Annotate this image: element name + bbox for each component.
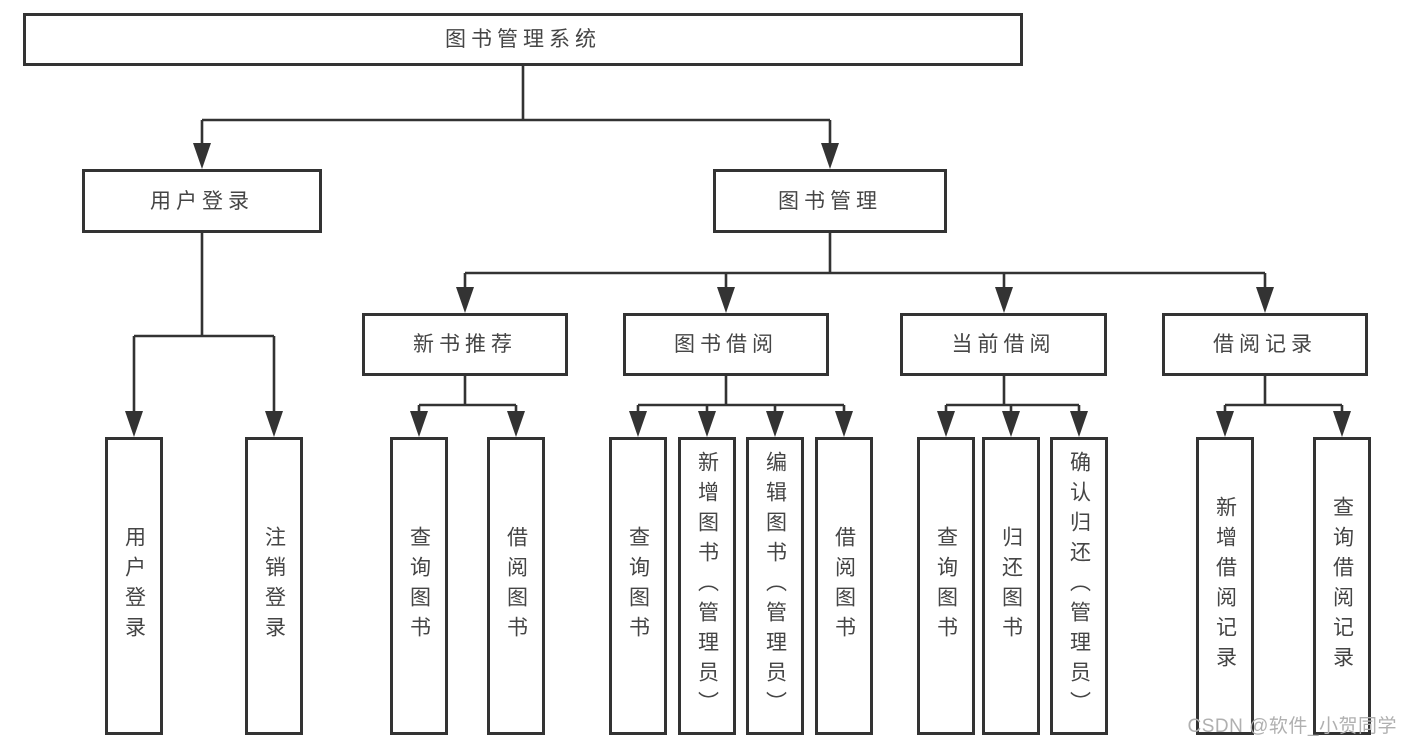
arrow-down-icon xyxy=(629,411,647,437)
leaf-return-books: 归还图书 xyxy=(982,437,1040,735)
leaf-edit-books-admin: 编辑图书（管理员） xyxy=(746,437,804,735)
leaf-confirm-return-admin: 确认归还（管理员） xyxy=(1050,437,1108,735)
arrow-down-icon xyxy=(125,411,143,437)
arrow-down-icon xyxy=(507,411,525,437)
node-new-book-section: 新书推荐 xyxy=(362,313,568,376)
connector-book-borrow xyxy=(636,376,846,418)
arrow-down-icon xyxy=(995,287,1013,313)
connector-user-login xyxy=(132,233,276,418)
watermark: CSDN @软件_小贺同学 xyxy=(1187,716,1397,737)
connector-current-borrow xyxy=(944,376,1081,418)
node-book-management-branch: 图书管理 xyxy=(713,169,947,233)
node-current-borrow-section: 当前借阅 xyxy=(900,313,1107,376)
node-borrow-records-section: 借阅记录 xyxy=(1162,313,1368,376)
arrow-down-icon xyxy=(766,411,784,437)
arrow-down-icon xyxy=(410,411,428,437)
arrow-down-icon xyxy=(698,411,716,437)
leaf-query-borrow-record: 查询借阅记录 xyxy=(1313,437,1371,735)
arrow-down-icon xyxy=(717,287,735,313)
arrow-down-icon xyxy=(456,287,474,313)
arrow-down-icon xyxy=(1070,411,1088,437)
leaf-add-borrow-record: 新增借阅记录 xyxy=(1196,437,1254,735)
arrow-down-icon xyxy=(1333,411,1351,437)
arrow-down-icon xyxy=(821,143,839,169)
leaf-add-books-admin: 新增图书（管理员） xyxy=(678,437,736,735)
leaf-logout: 注销登录 xyxy=(245,437,303,735)
connector-borrow-records xyxy=(1223,376,1344,418)
arrow-down-icon xyxy=(1256,287,1274,313)
arrow-down-icon xyxy=(835,411,853,437)
leaf-query-books-1: 查询图书 xyxy=(390,437,448,735)
leaf-user-login: 用户登录 xyxy=(105,437,163,735)
arrow-down-icon xyxy=(1002,411,1020,437)
leaf-query-books-2: 查询图书 xyxy=(609,437,667,735)
arrow-down-icon xyxy=(265,411,283,437)
leaf-query-books-3: 查询图书 xyxy=(917,437,975,735)
leaf-borrow-books-2: 借阅图书 xyxy=(815,437,873,735)
node-root-title: 图书管理系统 xyxy=(23,13,1023,66)
connector-new-book xyxy=(417,376,518,418)
arrow-down-icon xyxy=(1216,411,1234,437)
arrow-down-icon xyxy=(193,143,211,169)
leaf-borrow-books-1: 借阅图书 xyxy=(487,437,545,735)
connector-root xyxy=(200,66,832,148)
connector-book-management xyxy=(463,233,1267,292)
node-user-login-branch: 用户登录 xyxy=(82,169,322,233)
arrow-down-icon xyxy=(937,411,955,437)
node-book-borrow-section: 图书借阅 xyxy=(623,313,829,376)
